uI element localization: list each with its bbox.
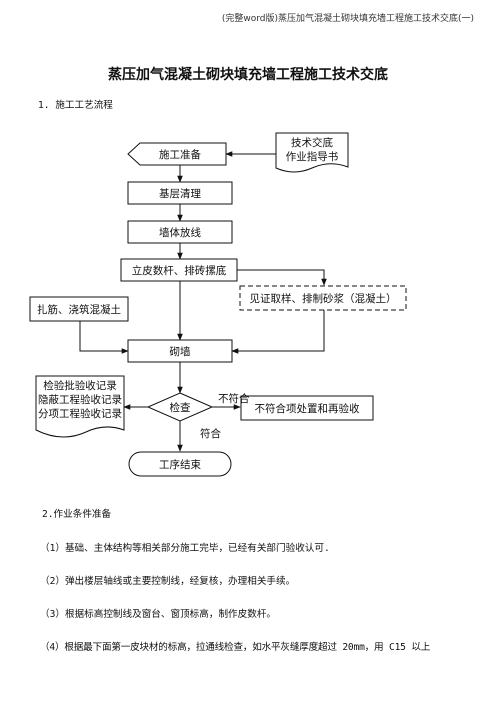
- end-node: [128, 451, 232, 477]
- rebar-node: [29, 296, 129, 322]
- records-node: [35, 375, 125, 438]
- prep-node: [127, 142, 227, 166]
- fail-handle-node: [240, 395, 374, 421]
- records-label-1: 检验批验收记录: [43, 379, 117, 392]
- item-3: （3）根据标高控制线及窗台、窗顶标高，制作皮数杆。: [40, 609, 277, 620]
- pass-label: 符合: [200, 427, 221, 440]
- item-4: （4）根据最下面第一皮块材的标高，拉通线检查，如水平灰缝厚度超过 20mm，用 …: [40, 642, 431, 653]
- sample-label: 见证取样、排制砂浆（混凝土）: [250, 292, 397, 305]
- records-label-3: 分项工程验收记录: [38, 407, 122, 420]
- rebar-label: 扎筋、浇筑混凝土: [37, 303, 121, 316]
- section-1-heading: 1. 施工工艺流程: [38, 100, 113, 111]
- doc-label-2: 作业指导书: [286, 150, 339, 163]
- fail-handle-label: 不符合项处置和再验收: [255, 402, 360, 415]
- pole-label: 立皮数杆、排砖摞底: [132, 264, 227, 277]
- document-title: 蒸压加气混凝土砌块填充墙工程施工技术交底: [108, 67, 388, 83]
- sample-node: [239, 285, 407, 311]
- end-label: 工序结束: [159, 458, 201, 471]
- records-label-2: 隐蔽工程验收记录: [38, 393, 122, 406]
- page-header: (完整word版)蒸压加气混凝土砌块填充墙工程施工技术交底(一): [221, 14, 474, 24]
- item-1: （1）基础、主体结构等相关部分施工完毕，已经有关部门验收认可.: [40, 543, 330, 554]
- section-2-heading: 2.作业条件准备: [42, 509, 112, 520]
- layout-label: 墙体放线: [159, 226, 201, 239]
- check-label: 检查: [170, 401, 191, 414]
- doc-label-1: 技术交底: [291, 136, 333, 149]
- clean-label: 基层清理: [159, 187, 201, 200]
- masonry-label: 砌墙: [170, 345, 191, 358]
- fail-label: 不符合: [218, 392, 250, 405]
- doc-node: [275, 132, 349, 173]
- prep-label: 施工准备: [159, 148, 201, 161]
- item-2: （2）弹出楼层轴线或主要控制线，经复核，办理相关手续。: [40, 576, 296, 587]
